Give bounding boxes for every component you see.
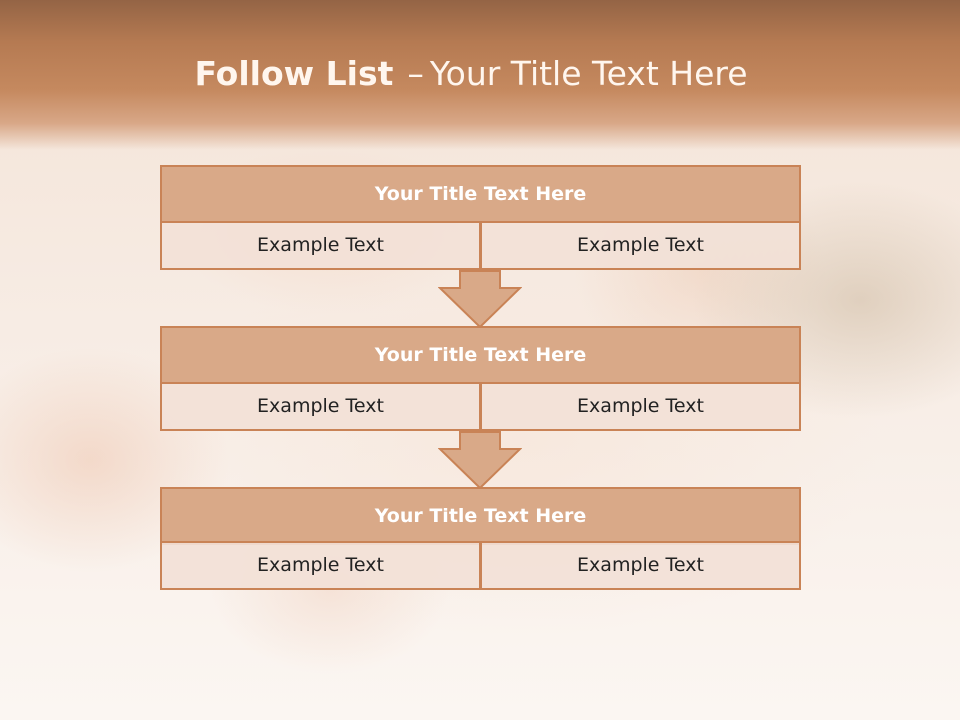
- block-right-text: Example Text: [480, 382, 801, 431]
- block-left-text: Example Text: [160, 221, 481, 270]
- slide-title-separator: –: [407, 54, 424, 93]
- down-arrow-icon: [438, 431, 522, 489]
- title-band: [0, 0, 960, 150]
- down-arrow-icon: [438, 270, 522, 328]
- slide-title-rest: Your Title Text Here: [429, 54, 748, 93]
- block-title: Your Title Text Here: [160, 165, 801, 223]
- block-left-text: Example Text: [160, 541, 481, 590]
- block-title: Your Title Text Here: [160, 326, 801, 384]
- block-right-text: Example Text: [480, 221, 801, 270]
- slide-title-bold: Follow List: [194, 54, 394, 93]
- block-left-text: Example Text: [160, 382, 481, 431]
- block-right-text: Example Text: [480, 541, 801, 590]
- block-title: Your Title Text Here: [160, 487, 801, 545]
- slide-title: Follow List–Your Title Text Here: [0, 54, 942, 93]
